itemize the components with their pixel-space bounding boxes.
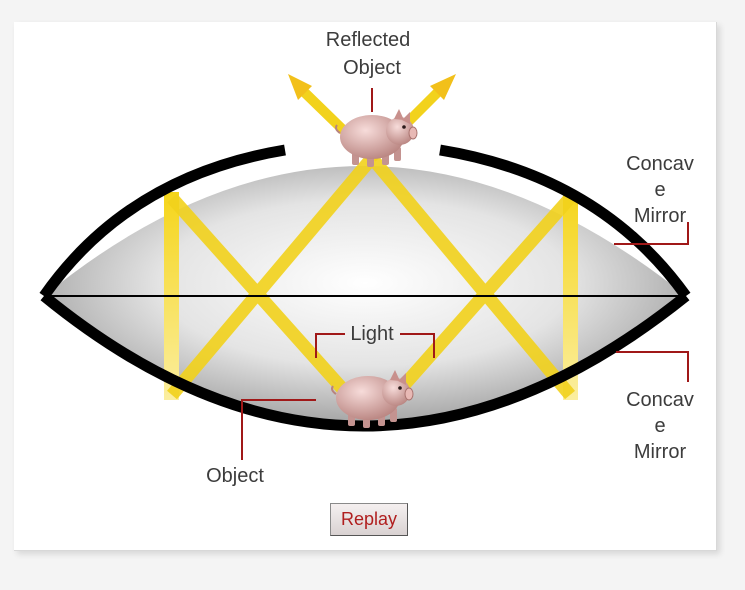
bottom-mirror-leader: [616, 352, 688, 382]
bottom-mirror-label-line1: Concav: [626, 389, 694, 411]
reflected-object-label-line1: Reflected: [326, 29, 411, 51]
top-mirror-label-line3: Mirror: [634, 205, 687, 227]
object-label: Object: [206, 465, 264, 487]
reflected-object-label-line2: Object: [343, 57, 401, 79]
reflected-object-pig: [336, 109, 417, 167]
bottom-mirror-label-line3: Mirror: [634, 441, 687, 463]
replay-button[interactable]: Replay: [330, 503, 408, 536]
top-mirror-label-line1: Concav: [626, 153, 694, 175]
light-label: Light: [350, 323, 394, 345]
top-mirror-label-line2: e: [654, 179, 665, 201]
bottom-mirror-label-line2: e: [654, 415, 665, 437]
